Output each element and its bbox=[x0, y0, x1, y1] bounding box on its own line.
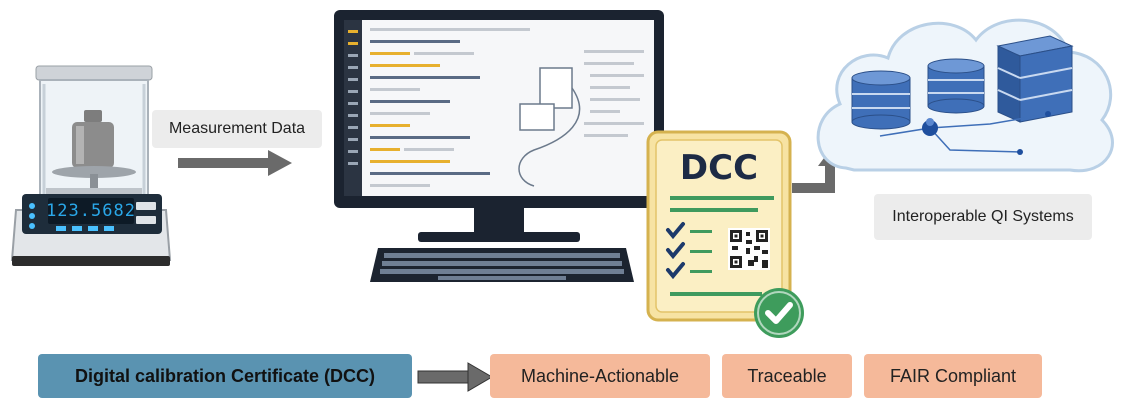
scale-display-value: 123.5682 bbox=[46, 201, 136, 221]
property-fair-compliant: FAIR Compliant bbox=[864, 354, 1042, 398]
dcc-title: DCC bbox=[679, 148, 759, 188]
property-traceable: Traceable bbox=[722, 354, 852, 398]
precision-balance-icon bbox=[10, 65, 172, 266]
database-icon bbox=[927, 58, 985, 114]
interoperable-qi-systems-label: Interoperable QI Systems bbox=[874, 194, 1092, 240]
qr-code-icon bbox=[728, 228, 770, 270]
property-machine-actionable: Machine-Actionable bbox=[490, 354, 710, 398]
arrow-to-computer bbox=[178, 150, 292, 176]
arrow-to-properties bbox=[417, 362, 493, 392]
checkmark-badge-icon bbox=[754, 288, 804, 338]
database-icon bbox=[851, 70, 911, 130]
database-icon bbox=[996, 35, 1074, 123]
dcc-definition-box: Digital calibration Certificate (DCC) bbox=[38, 354, 412, 398]
computer-monitor-icon bbox=[334, 10, 664, 242]
measurement-data-label: Measurement Data bbox=[152, 110, 322, 148]
keyboard-icon bbox=[370, 248, 634, 282]
network-lines bbox=[879, 111, 1051, 155]
